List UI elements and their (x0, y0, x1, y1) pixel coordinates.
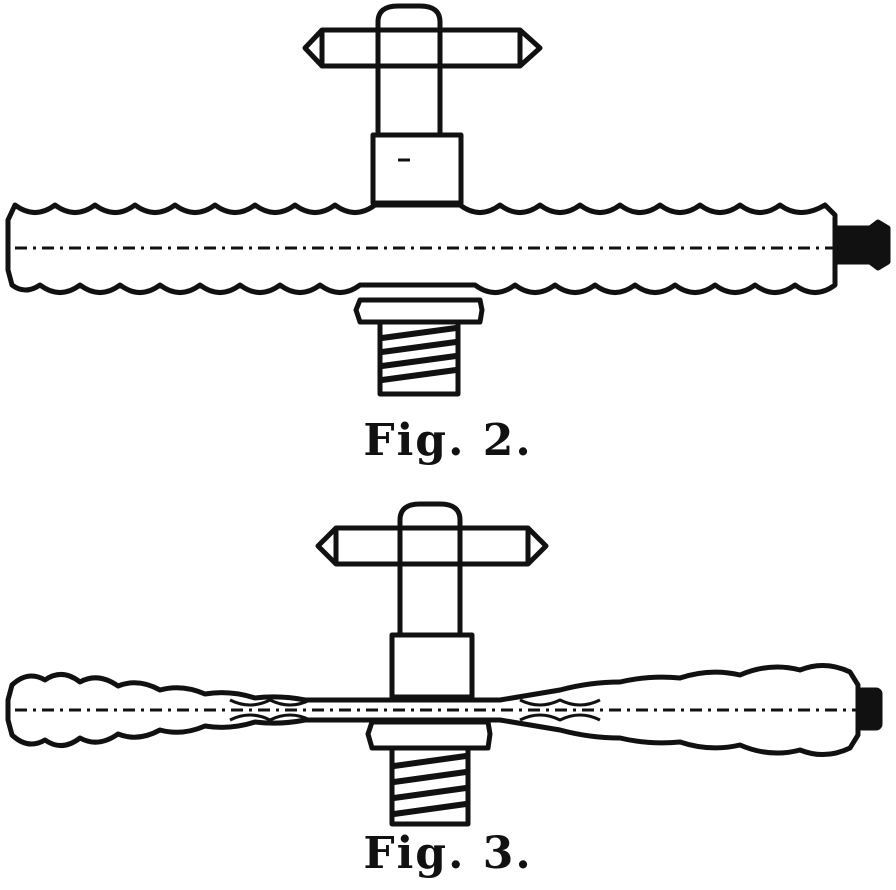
collar (389, 632, 475, 700)
figure-2-drawing (5, 3, 891, 397)
t-handle-stem (375, 3, 443, 135)
figure-2-caption: Fig. 2. (363, 415, 533, 466)
nut (365, 719, 493, 751)
nut (353, 297, 485, 325)
twist-marks (229, 698, 601, 722)
figure-3-caption: Fig. 3. (363, 828, 533, 879)
twisted-bar (5, 663, 861, 757)
collar (370, 132, 464, 206)
screw-threads (381, 325, 457, 383)
figure-3-drawing (5, 501, 883, 827)
screw-threads (393, 753, 467, 817)
figure-2: Fig. 2. (5, 3, 891, 466)
end-tip (855, 687, 883, 731)
t-handle-crossbar (315, 525, 549, 567)
t-handle-crossbar (302, 27, 543, 69)
figure-3: Fig. 3. (0, 490, 896, 890)
t-handle-stem (397, 501, 463, 635)
end-tip (832, 219, 891, 271)
